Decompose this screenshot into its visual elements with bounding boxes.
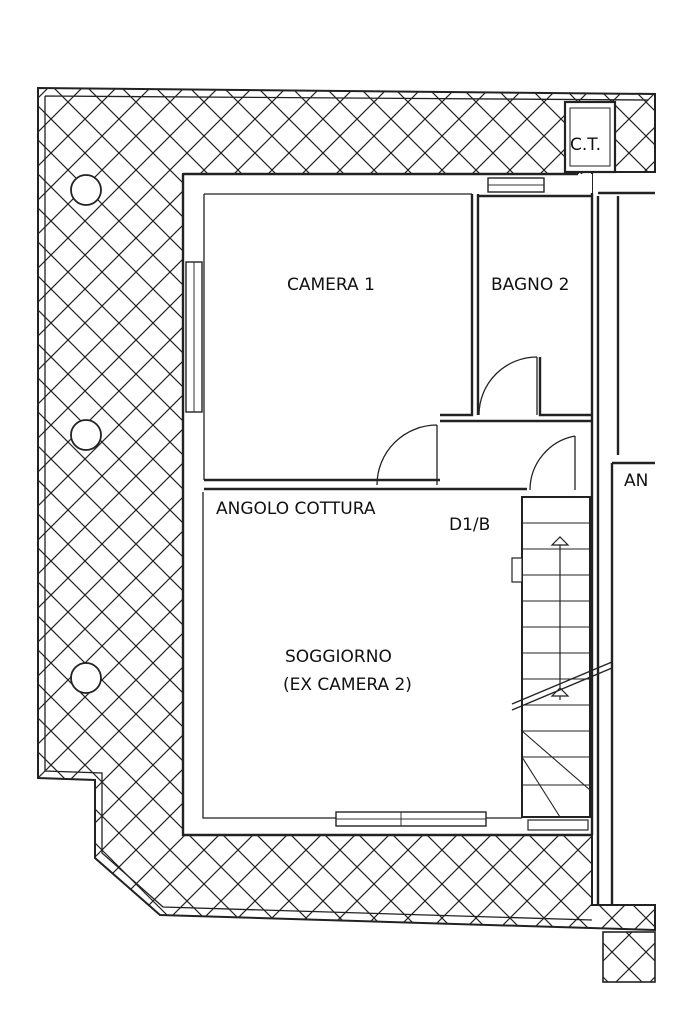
- lower-hatch: [602, 931, 656, 983]
- column-circle: [70, 419, 102, 451]
- label-camera1: CAMERA 1: [287, 275, 375, 295]
- terrace-inner-border: [44, 95, 649, 921]
- label-bagno2: BAGNO 2: [491, 275, 569, 295]
- door-camera1: [376, 424, 438, 486]
- adjacent-unit: [596, 191, 655, 905]
- label-d1b: D1/B: [449, 515, 490, 535]
- stair-base: [527, 819, 589, 831]
- stair-treads: [521, 522, 591, 818]
- label-soggiorno: SOGGIORNO: [285, 647, 392, 667]
- column-circle: [70, 662, 102, 694]
- label-ct: C.T.: [570, 135, 601, 155]
- exterior-wall: [181, 172, 594, 837]
- label-soggiorno-sub: (EX CAMERA 2): [283, 675, 412, 695]
- staircase: [521, 496, 591, 818]
- ct-room: [563, 100, 617, 174]
- label-angolo-cottura: ANGOLO COTTURA: [216, 499, 376, 519]
- door-stair: [529, 435, 576, 491]
- stair-arrow-head: [550, 536, 570, 546]
- label-adjacent-cut: AN: [624, 471, 648, 491]
- cut-line-2: [511, 661, 613, 705]
- door-bagno2: [478, 356, 538, 416]
- column-circle: [70, 174, 102, 206]
- ct-room-inner: [569, 107, 611, 167]
- camera1-walls: [204, 194, 527, 491]
- cut-line: [511, 667, 613, 711]
- bagno2-walls: [440, 194, 592, 423]
- stair-post: [511, 557, 523, 583]
